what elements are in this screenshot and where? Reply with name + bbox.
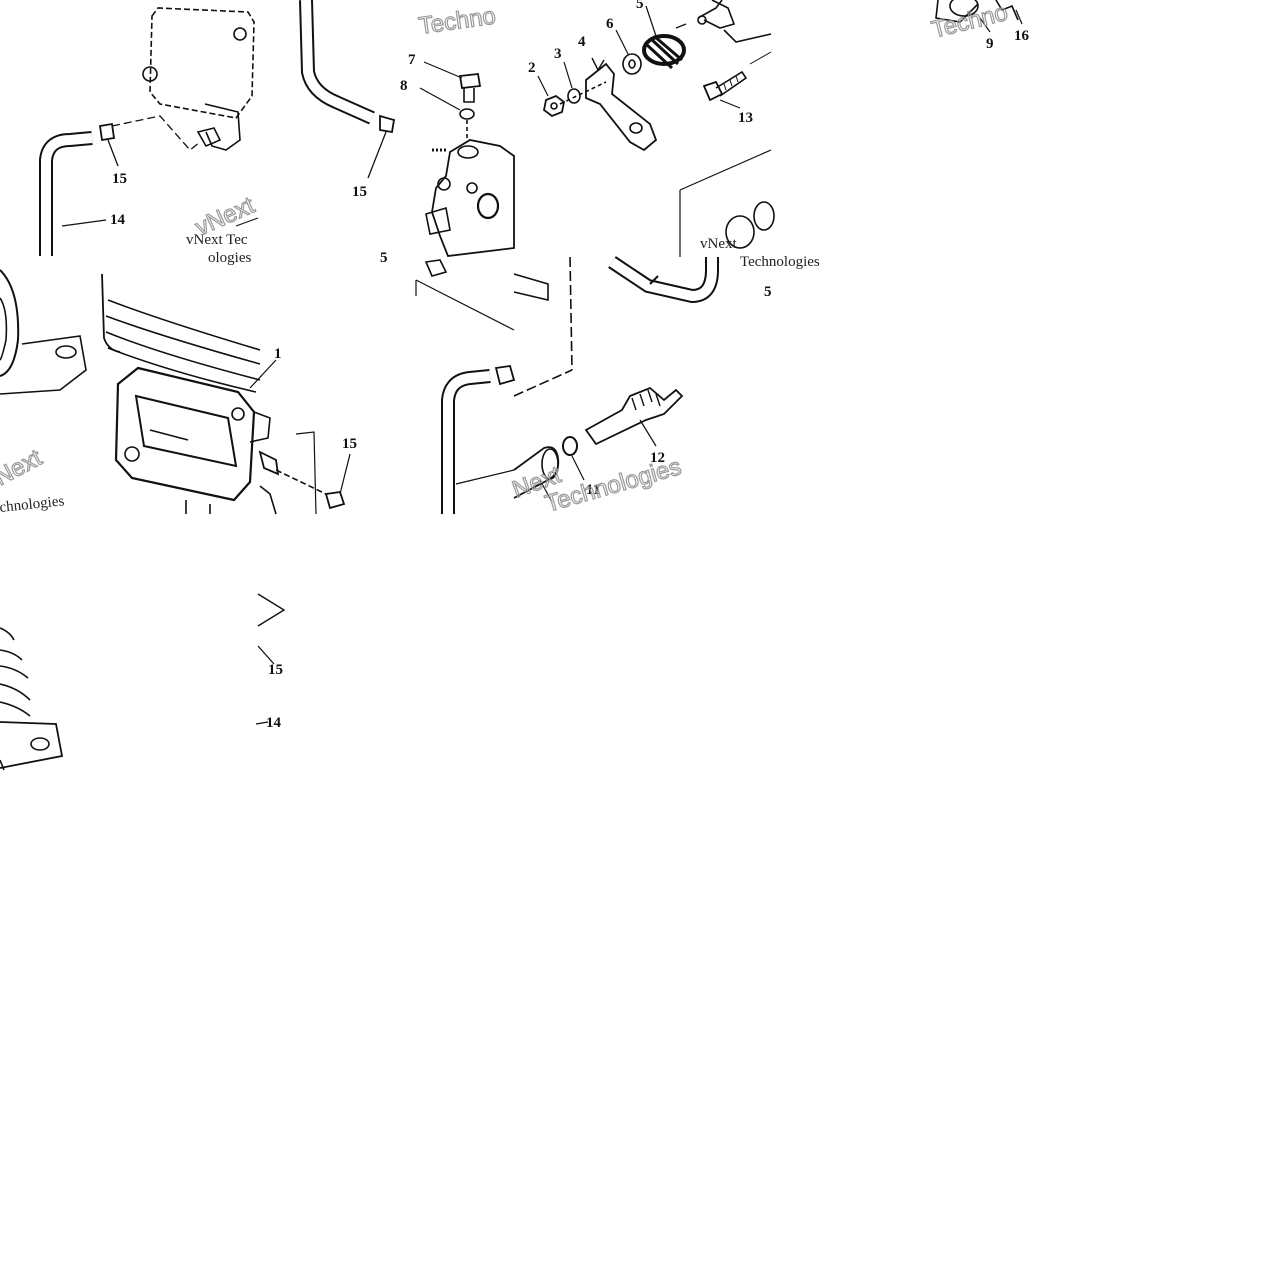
tile-exhaust-flange-top xyxy=(39,7,259,256)
tile-flange-left-fragment xyxy=(0,269,87,395)
watermark-next: Next xyxy=(0,444,47,491)
callout-2: 2 xyxy=(528,60,536,76)
callout-15-d: 15 xyxy=(268,662,283,678)
callout-5-c: 5 xyxy=(764,284,772,300)
callout-7: 7 xyxy=(408,52,416,68)
callout-1: 1 xyxy=(274,346,282,362)
callout-15-b: 15 xyxy=(352,184,367,200)
callout-6: 6 xyxy=(606,16,614,32)
watermark-techno-d: Techno xyxy=(929,0,1011,44)
callout-9: 9 xyxy=(986,36,994,52)
tile-fuel-pump xyxy=(299,0,515,331)
callout-8: 8 xyxy=(400,78,408,94)
tile-top-right-fragment xyxy=(935,0,1023,33)
tile-throttle-linkage xyxy=(537,0,775,257)
watermark-vnext-tec: vNext Tec xyxy=(186,232,248,248)
callout-3: 3 xyxy=(554,46,562,62)
callout-5-b: 5 xyxy=(380,250,388,266)
watermark-technologies-c: Technologies xyxy=(740,254,820,270)
callout-16: 16 xyxy=(1014,28,1030,44)
tile-flange-lower-fragment xyxy=(0,627,64,771)
tile-callout-fragment xyxy=(255,593,286,725)
callout-15-c: 15 xyxy=(342,436,357,452)
watermark-chnologies: chnologies xyxy=(0,493,65,516)
callout-14-b: 14 xyxy=(266,715,282,731)
watermark-technologies-g: Technologies xyxy=(542,453,684,518)
tile-cylinder-exhaust xyxy=(101,273,351,515)
callout-4: 4 xyxy=(578,34,586,50)
callout-14-a: 14 xyxy=(110,212,126,228)
watermark-techno: Techno xyxy=(417,2,497,40)
tile-hose-and-shaft xyxy=(441,256,719,514)
callout-13: 13 xyxy=(738,110,753,126)
callout-11: 11 xyxy=(586,482,600,498)
callout-12: 12 xyxy=(650,450,665,466)
watermark-vnext-c: vNext xyxy=(700,236,737,252)
watermark-ologies: ologies xyxy=(208,250,251,266)
callout-15-a: 15 xyxy=(112,171,127,187)
callout-5-a: 5 xyxy=(636,0,644,12)
